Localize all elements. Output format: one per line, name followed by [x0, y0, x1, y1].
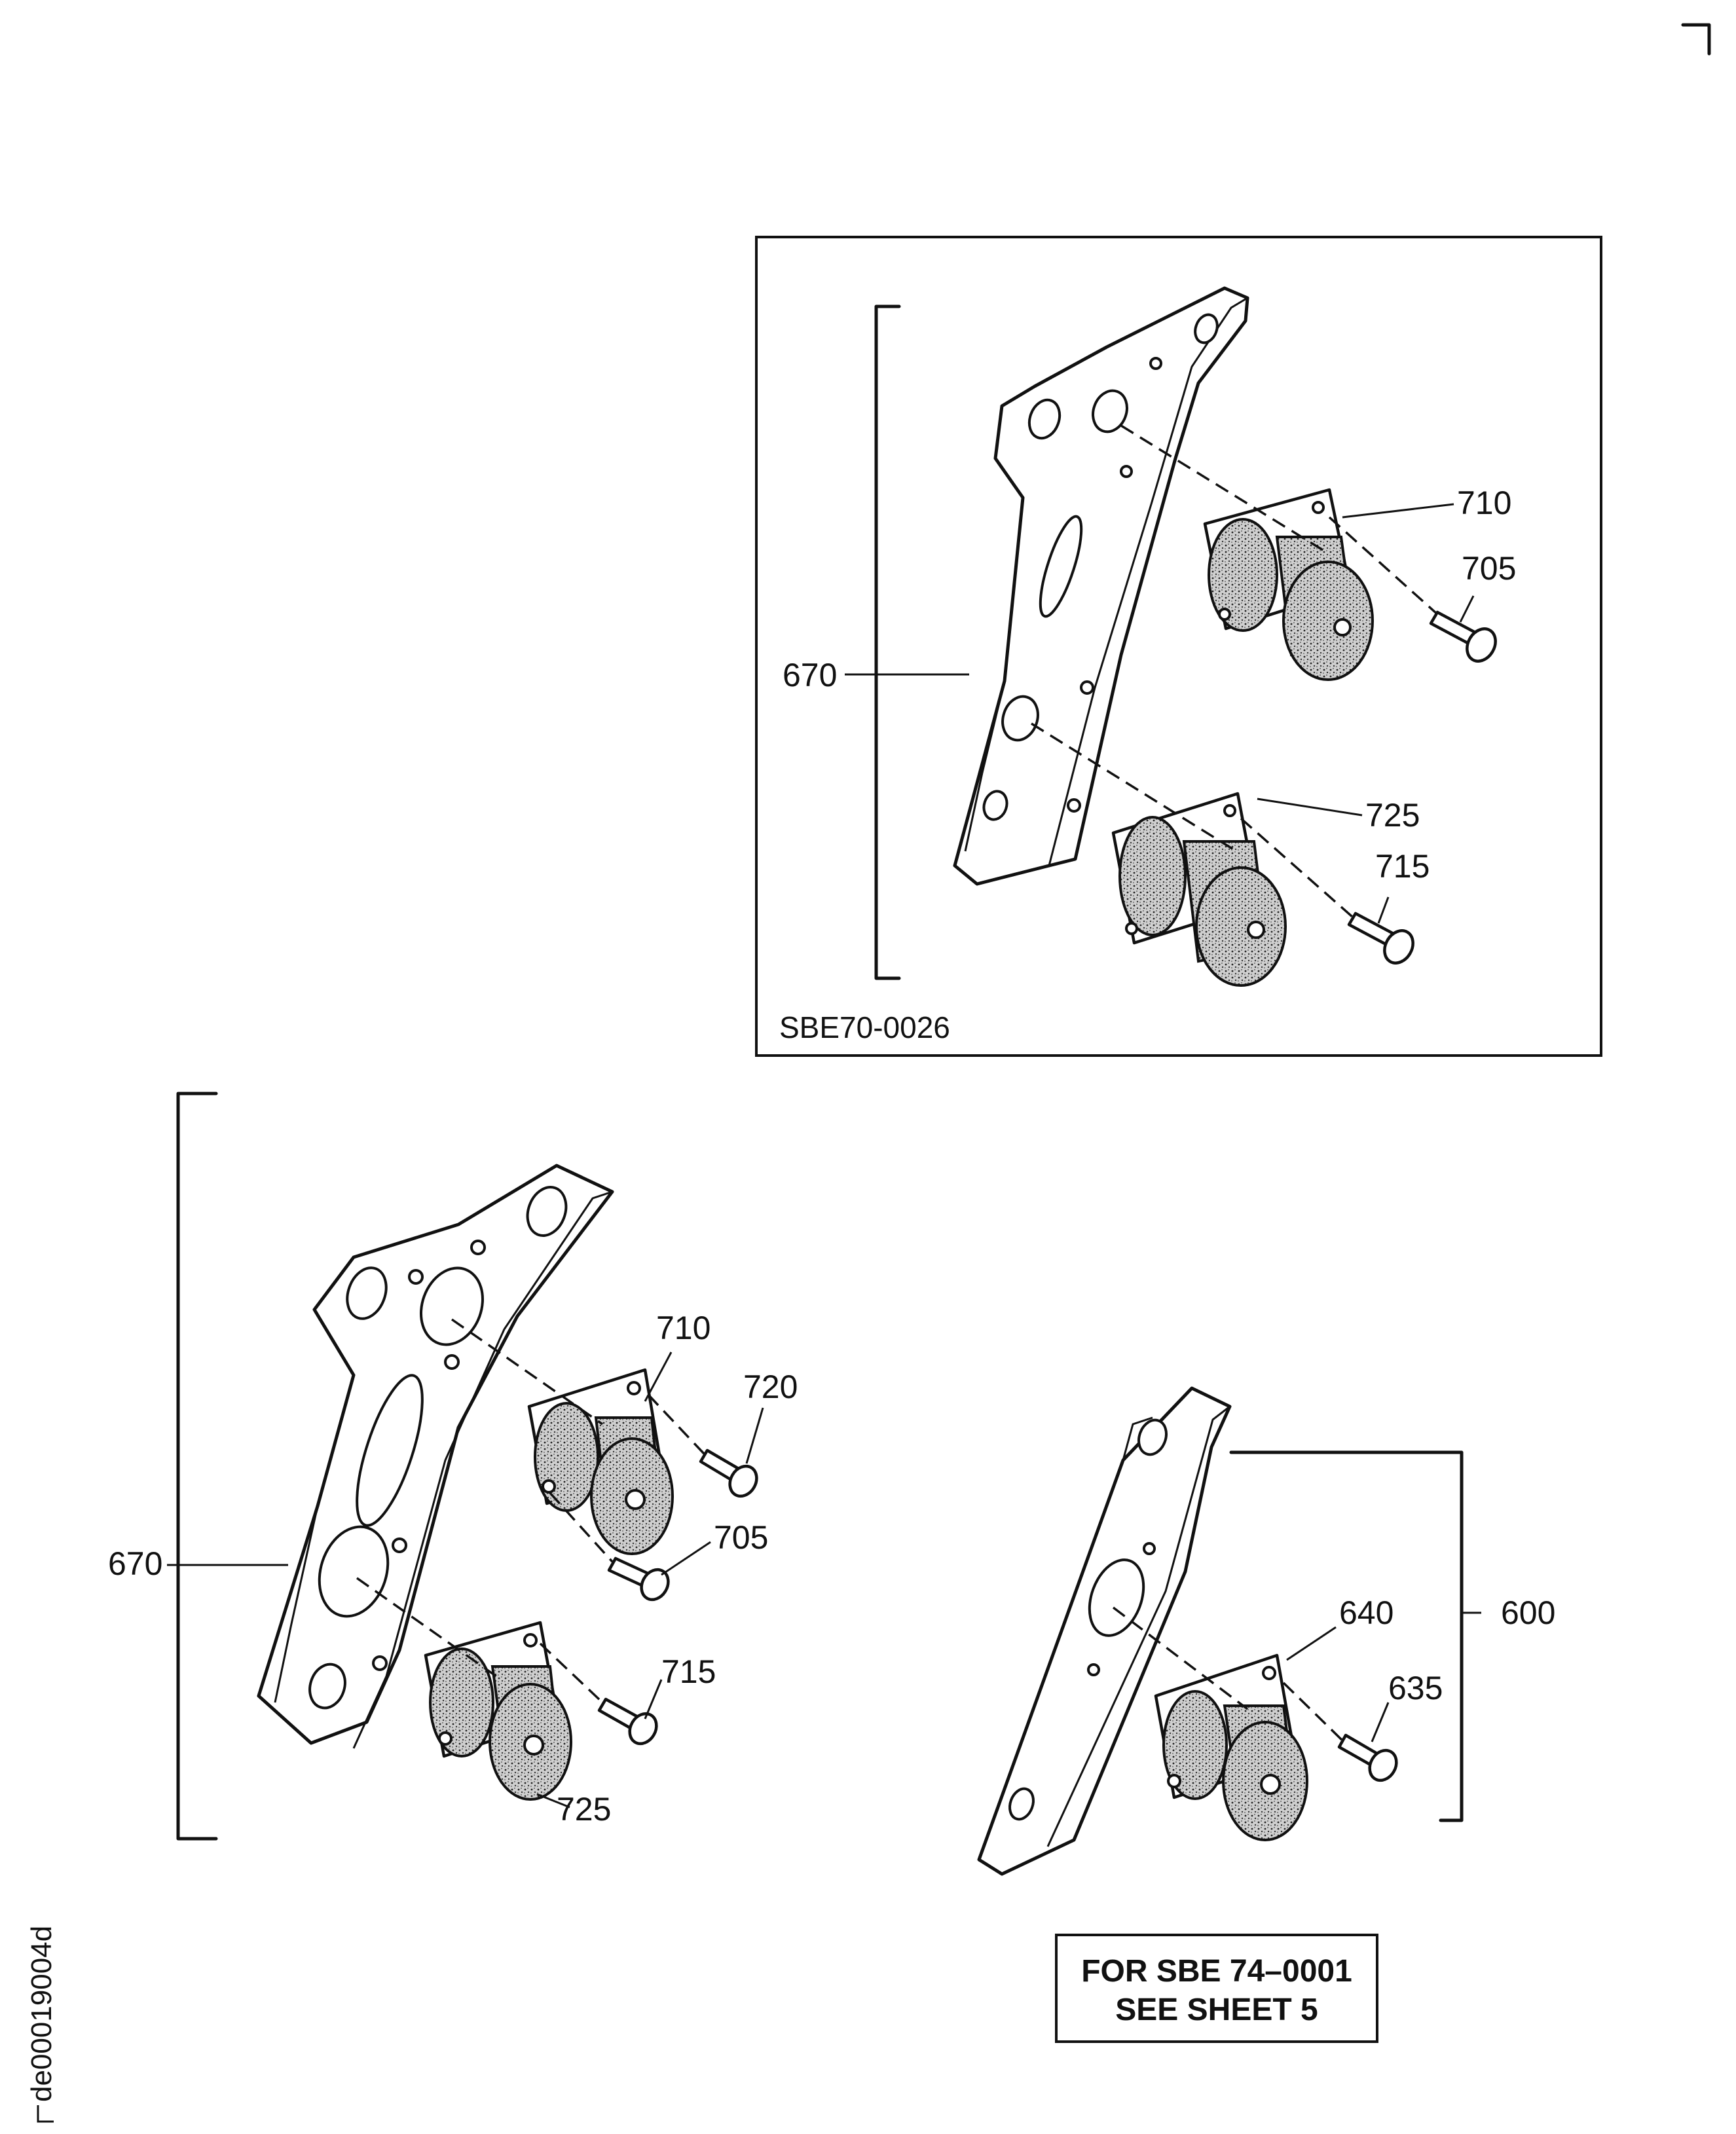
left-callout-670: 670 — [108, 1545, 162, 1582]
inset-callout-725: 725 — [1365, 797, 1420, 834]
inset-callout-705: 705 — [1462, 550, 1516, 587]
inset-frame — [755, 236, 1602, 1057]
document-id: de00019004d — [26, 1926, 58, 2123]
left-callout-715: 715 — [661, 1653, 716, 1690]
left-callout-725: 725 — [557, 1791, 611, 1828]
inset-callout-715: 715 — [1375, 848, 1430, 885]
left-bolt-705 — [607, 1556, 670, 1602]
document-id-text: de00019004d — [26, 1926, 58, 2102]
left-callout-720: 720 — [743, 1369, 798, 1405]
right-assembly: 640 635 600 — [977, 1386, 1555, 1876]
inset-mount-725 — [1111, 792, 1287, 987]
left-callout-710: 710 — [656, 1310, 711, 1346]
left-assembly: 710 720 705 670 715 725 — [108, 1092, 798, 1841]
right-callout-635: 635 — [1388, 1670, 1443, 1706]
inset-callout-710: 710 — [1457, 485, 1511, 521]
note-box: FOR SBE 74–0001 SEE SHEET 5 — [1055, 1934, 1378, 2043]
right-bolt-635 — [1337, 1733, 1398, 1782]
inset-mount-710 — [1203, 488, 1374, 681]
note-line-2: SEE SHEET 5 — [1115, 1993, 1318, 2027]
left-bolt-715 — [597, 1697, 658, 1746]
left-plate-670 — [257, 1164, 614, 1749]
right-plate — [977, 1386, 1232, 1876]
inset-bolt-715 — [1347, 911, 1414, 965]
right-callout-640: 640 — [1339, 1594, 1394, 1631]
corner-mark — [1681, 23, 1711, 56]
inset-plate-670 — [953, 286, 1249, 886]
inset-view: 710 705 670 725 715 SBE70-0026 — [755, 236, 1602, 1057]
note-line-1: FOR SBE 74–0001 — [1081, 1954, 1352, 1989]
left-assembly-bracket — [176, 1092, 218, 1841]
inset-callout-670: 670 — [783, 657, 837, 693]
right-assembly-bracket — [1229, 1450, 1464, 1822]
inset-reference-label: SBE70-0026 — [779, 1010, 950, 1044]
left-bolt-720 — [699, 1448, 758, 1498]
left-callout-705: 705 — [714, 1519, 768, 1556]
right-mount-640 — [1154, 1653, 1308, 1841]
right-callout-600: 600 — [1501, 1594, 1555, 1631]
inset-assembly-bracket — [874, 304, 901, 980]
left-mount-710 — [527, 1368, 674, 1555]
inset-bolt-705 — [1429, 610, 1497, 663]
left-mount-725 — [424, 1621, 572, 1801]
